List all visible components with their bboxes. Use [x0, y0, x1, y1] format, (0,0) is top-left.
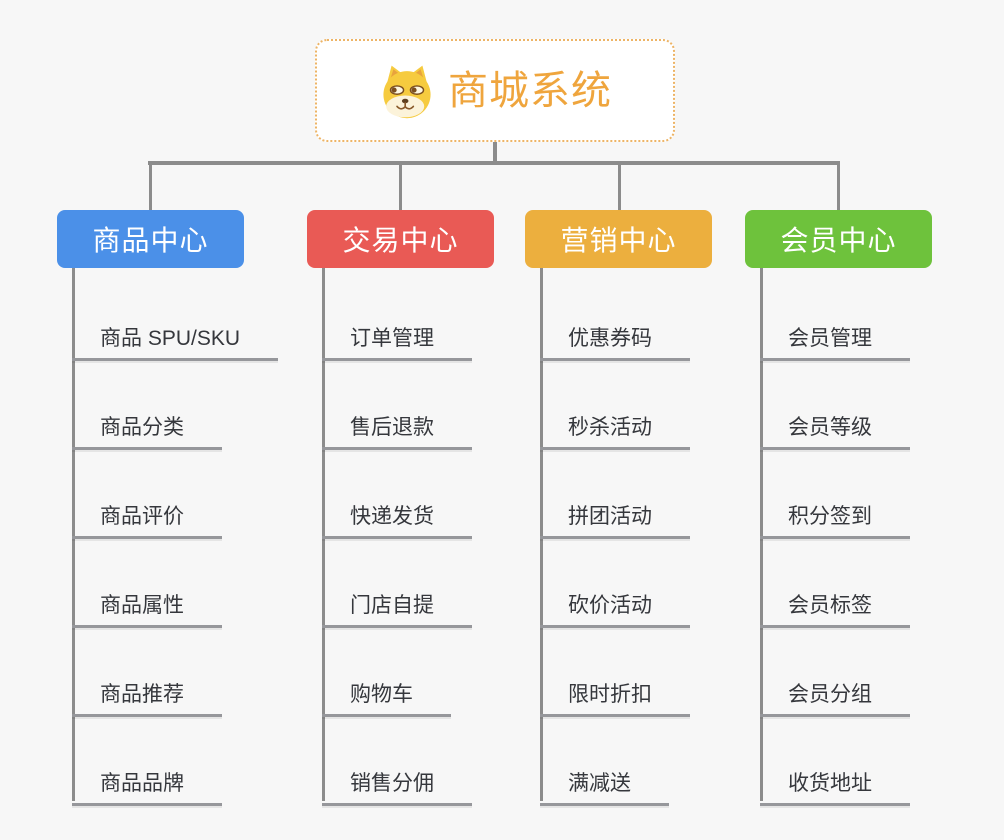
- leaf-node[interactable]: 商品属性: [72, 578, 222, 628]
- connector-drop-member: [837, 163, 840, 210]
- leaf-node[interactable]: 秒杀活动: [540, 400, 690, 450]
- leaf-node[interactable]: 商品 SPU/SKU: [72, 311, 279, 361]
- leaf-node[interactable]: 会员管理: [760, 311, 910, 361]
- connector-horizontal-bus: [148, 161, 840, 165]
- leaf-node[interactable]: 商品推荐: [72, 667, 222, 717]
- connector-root-stub: [493, 142, 497, 163]
- branch-box-member-center[interactable]: 会员中心: [745, 210, 932, 268]
- leaf-node[interactable]: 积分签到: [760, 489, 910, 539]
- connector-drop-marketing: [618, 163, 621, 210]
- branch-trade-center: 交易中心 订单管理 售后退款 快递发货 门店自提 购物车 销售分佣: [307, 210, 567, 806]
- leaf-node[interactable]: 限时折扣: [540, 667, 690, 717]
- leaf-node[interactable]: 销售分佣: [322, 756, 472, 806]
- leaf-node[interactable]: 商品品牌: [72, 756, 222, 806]
- leaf-node[interactable]: 拼团活动: [540, 489, 690, 539]
- root-node[interactable]: 商城系统: [315, 39, 675, 142]
- branch-member-center: 会员中心 会员管理 会员等级 积分签到 会员标签 会员分组 收货地址: [745, 210, 1004, 806]
- branch-connector-line: [760, 268, 763, 801]
- connector-drop-trade: [399, 163, 402, 210]
- branch-box-trade-center[interactable]: 交易中心: [307, 210, 494, 268]
- leaf-node[interactable]: 快递发货: [322, 489, 472, 539]
- leaf-node[interactable]: 会员分组: [760, 667, 910, 717]
- connector-drop-product: [149, 163, 152, 210]
- leaf-node[interactable]: 会员标签: [760, 578, 910, 628]
- leaf-node[interactable]: 售后退款: [322, 400, 472, 450]
- leaf-node[interactable]: 优惠券码: [540, 311, 690, 361]
- leaf-node[interactable]: 订单管理: [322, 311, 472, 361]
- leaf-node[interactable]: 满减送: [540, 756, 669, 806]
- branch-connector-line: [540, 268, 543, 801]
- branch-marketing-center: 营销中心 优惠券码 秒杀活动 拼团活动 砍价活动 限时折扣 满减送: [525, 210, 785, 806]
- branch-product-center: 商品中心 商品 SPU/SKU 商品分类 商品评价 商品属性 商品推荐 商品品牌: [57, 210, 317, 806]
- leaf-node[interactable]: 商品分类: [72, 400, 222, 450]
- root-title: 商城系统: [448, 68, 612, 113]
- branch-connector-line: [72, 268, 75, 801]
- branch-box-marketing-center[interactable]: 营销中心: [525, 210, 712, 268]
- leaf-node[interactable]: 砍价活动: [540, 578, 690, 628]
- leaf-node[interactable]: 门店自提: [322, 578, 472, 628]
- leaf-node[interactable]: 商品评价: [72, 489, 222, 539]
- leaf-node[interactable]: 会员等级: [760, 400, 910, 450]
- shiba-dog-icon: [383, 65, 431, 118]
- branch-connector-line: [322, 268, 325, 801]
- leaf-node[interactable]: 购物车: [322, 667, 451, 717]
- branch-box-product-center[interactable]: 商品中心: [57, 210, 244, 268]
- leaf-node[interactable]: 收货地址: [760, 756, 910, 806]
